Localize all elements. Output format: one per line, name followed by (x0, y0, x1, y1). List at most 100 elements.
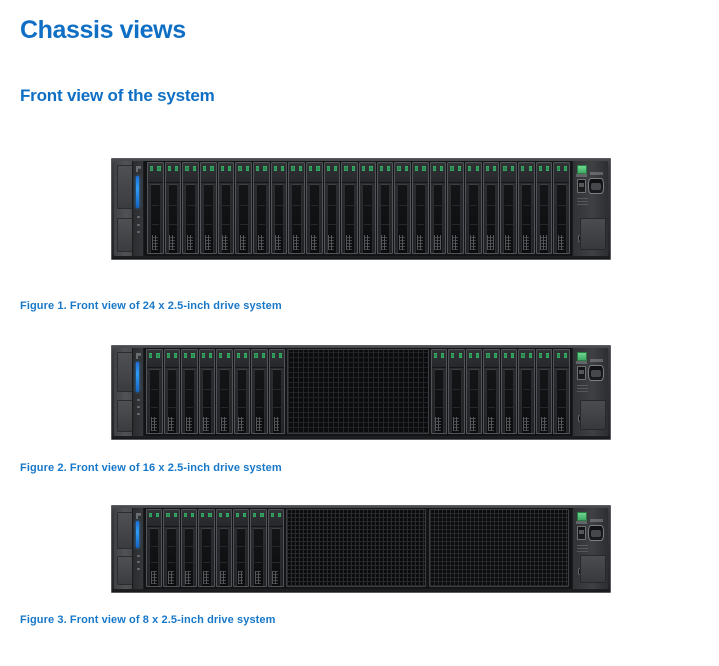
drive-bay[interactable] (359, 162, 376, 254)
vga-port[interactable] (588, 365, 604, 381)
drive-bay[interactable] (146, 349, 163, 434)
left-control-ear (114, 161, 144, 256)
drive-status-led (175, 166, 179, 172)
drive-bay[interactable] (465, 349, 483, 434)
drive-bay[interactable] (270, 162, 288, 254)
drive-activity-led (270, 512, 274, 517)
drive-bay[interactable] (429, 162, 447, 254)
drive-bay[interactable] (500, 349, 518, 434)
drive-bay[interactable] (163, 509, 180, 587)
drive-bay[interactable] (267, 509, 284, 587)
drive-label (346, 235, 353, 251)
drive-bay[interactable] (182, 162, 200, 254)
drive-bay[interactable] (553, 349, 571, 434)
drive-bay[interactable] (394, 162, 412, 254)
drive-bay[interactable] (164, 162, 182, 254)
vga-port[interactable] (588, 525, 604, 541)
carrier-slot (255, 389, 264, 391)
drive-bay[interactable] (181, 349, 198, 434)
carrier-slot (203, 406, 211, 408)
drive-bay[interactable] (465, 162, 482, 254)
carrier-slot (469, 224, 478, 226)
drive-label (220, 571, 227, 584)
power-led[interactable] (136, 362, 139, 392)
drive-bay[interactable] (306, 162, 323, 254)
drive-status-led (277, 512, 281, 517)
drive-label (220, 416, 227, 431)
drive-bay[interactable] (268, 349, 286, 434)
power-led[interactable] (136, 520, 139, 549)
drive-bay[interactable] (215, 509, 232, 587)
drive-bay[interactable] (232, 509, 250, 587)
drive-activity-led (521, 353, 525, 358)
vga-label-icon (590, 172, 603, 175)
carrier-slot (254, 545, 263, 547)
drive-bay[interactable] (518, 349, 535, 434)
drive-bay[interactable] (482, 162, 500, 254)
drive-bay[interactable] (200, 162, 217, 254)
drive-activity-led (238, 166, 242, 172)
drive-bay[interactable] (430, 349, 448, 434)
drive-bay[interactable] (198, 509, 215, 587)
carrier-slot (328, 224, 336, 226)
drive-activity-led (362, 166, 366, 172)
drive-bay[interactable] (253, 162, 270, 254)
drive-bay[interactable] (198, 349, 216, 434)
drive-bay[interactable] (483, 349, 500, 434)
drive-led-row (199, 510, 214, 527)
drive-bay[interactable] (500, 162, 518, 254)
carrier-slot (381, 224, 389, 226)
drive-bay[interactable] (147, 162, 164, 254)
vga-port[interactable] (588, 178, 604, 194)
drive-bay[interactable] (323, 162, 341, 254)
drive-bay[interactable] (518, 162, 535, 254)
drive-bay[interactable] (376, 162, 394, 254)
drive-bay[interactable] (251, 349, 268, 434)
carrier-slot (237, 561, 245, 563)
drive-bay[interactable] (288, 162, 306, 254)
carrier-slot (469, 205, 478, 207)
drive-label (434, 235, 441, 251)
carrier-slot (470, 406, 478, 408)
drive-bay[interactable] (535, 162, 553, 254)
drive-bay[interactable] (233, 349, 251, 434)
figure-2-image (105, 340, 617, 445)
drive-bay[interactable] (146, 509, 163, 587)
drive-activity-led (273, 166, 277, 172)
drive-carrier-face (185, 183, 197, 253)
drive-bay[interactable] (535, 349, 553, 434)
carrier-slot (220, 389, 229, 391)
drive-bay[interactable] (250, 509, 267, 587)
usb-port[interactable] (577, 526, 586, 540)
drive-bay[interactable] (412, 162, 429, 254)
drive-activity-led (379, 166, 383, 172)
drive-led-row (199, 350, 215, 369)
drive-bay[interactable] (553, 162, 571, 254)
drive-status-led (156, 353, 160, 358)
carrier-slot (222, 224, 230, 226)
carrier-slot (222, 205, 230, 207)
drive-bay[interactable] (448, 349, 465, 434)
drive-led-row (466, 350, 482, 369)
drive-bay[interactable] (341, 162, 359, 254)
drive-bay[interactable] (163, 349, 181, 434)
carrier-slot (310, 224, 319, 226)
drive-label (203, 416, 210, 431)
usb-port[interactable] (577, 366, 586, 380)
drive-bay[interactable] (180, 509, 198, 587)
drive-led-row (216, 510, 231, 527)
drive-led-row (484, 350, 499, 369)
drive-activity-led (556, 166, 560, 172)
right-io-ear (572, 161, 608, 256)
drive-bay[interactable] (217, 162, 235, 254)
drive-bay[interactable] (235, 162, 253, 254)
right-io-ear (572, 348, 608, 436)
drive-label (240, 235, 247, 251)
drive-status-led (298, 166, 302, 172)
drive-status-led (157, 166, 161, 172)
drive-bay[interactable] (216, 349, 233, 434)
usb-label-icon (576, 521, 587, 524)
drive-bay[interactable] (447, 162, 465, 254)
usb-port[interactable] (577, 179, 586, 193)
power-led[interactable] (136, 176, 139, 209)
